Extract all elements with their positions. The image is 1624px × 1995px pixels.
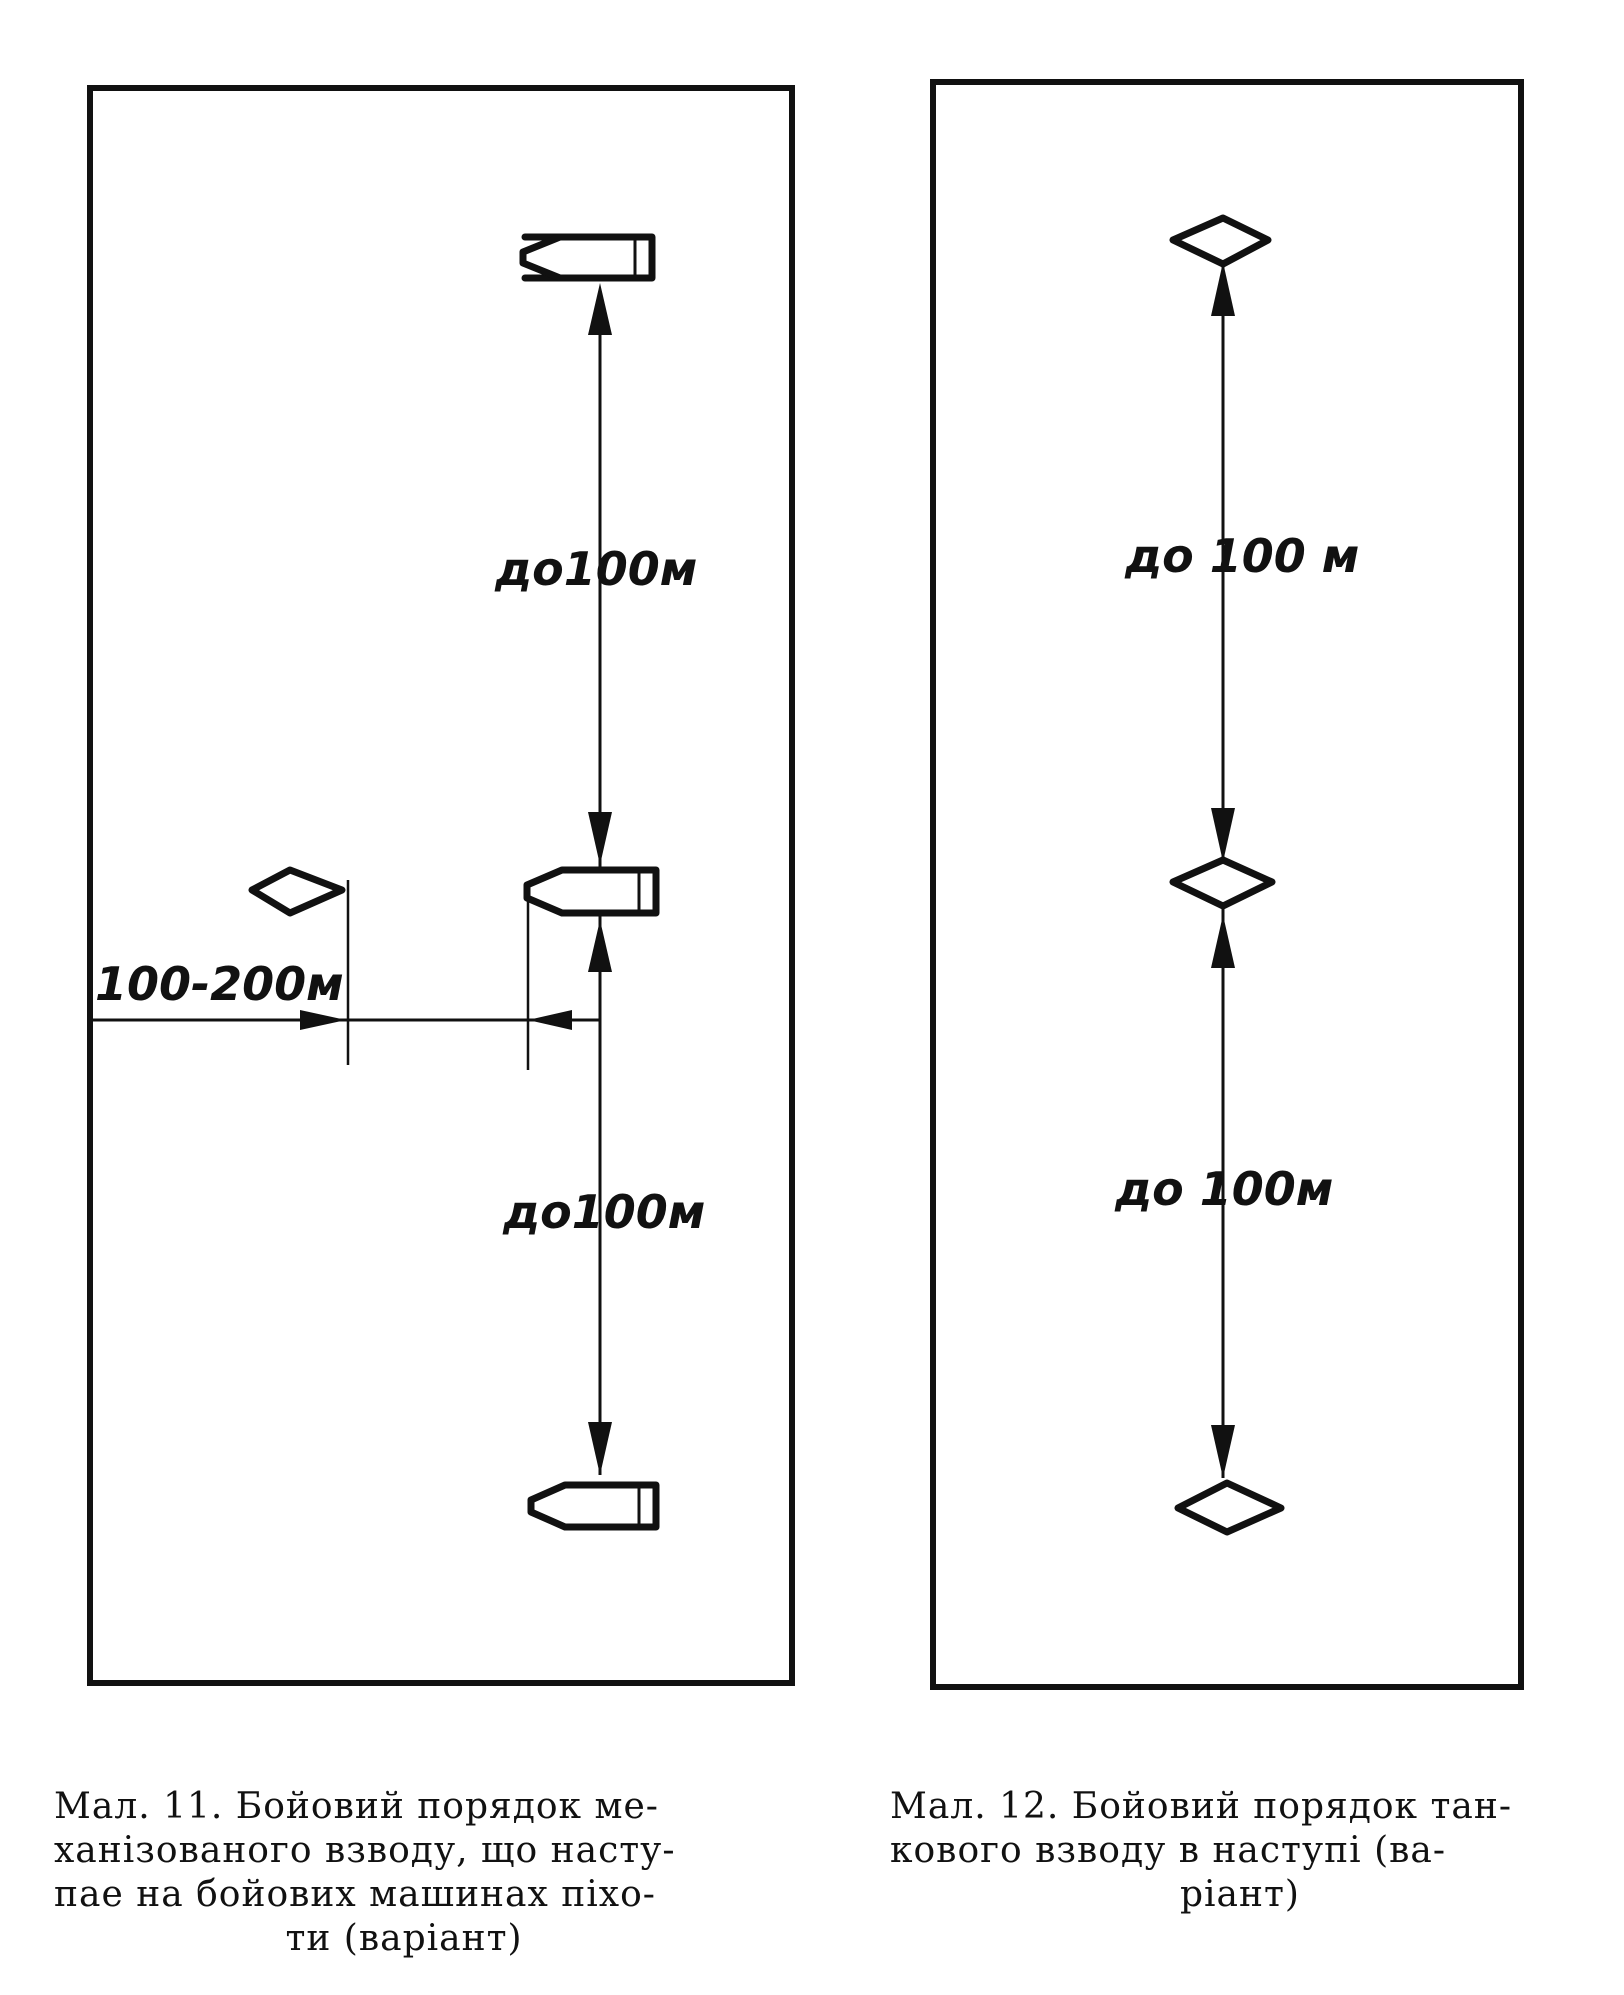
figure-12: до 100 м до 100м (930, 79, 1524, 1690)
figure-12-frame (930, 79, 1524, 1690)
fig12-label-bottom: до 100м (1114, 1162, 1333, 1216)
fig11-label-top: до100м (494, 542, 697, 596)
fig11-caption-line-2: ханізованого взводу, що насту- (54, 1830, 676, 1871)
fig11-arrow-up-top (588, 283, 612, 335)
fig11-arrow-down-mid (588, 812, 612, 865)
fig12-diamond-bottom (1174, 1479, 1285, 1536)
fig11-caption: Мал. 11. Бойовий порядок ме- ханізованог… (54, 1785, 754, 1961)
fig12-caption-line-3: ріант) (1180, 1874, 1300, 1915)
fig11-label-bottom: до100м (502, 1185, 705, 1239)
fig11-label-side: 100-200м (95, 957, 344, 1011)
fig12-arrow-up-top (1211, 262, 1235, 316)
fig12-arrow-down-mid (1211, 808, 1235, 862)
fig12-caption-line-1: Мал. 12. Бойовий порядок тан- (890, 1786, 1513, 1827)
fig11-arrow-up-mid (588, 920, 612, 972)
fig12-arrow-up-mid (1211, 915, 1235, 968)
fig12-diamond-middle (1169, 856, 1276, 910)
fig12-caption-line-2: кового взводу в наступі (ва- (890, 1830, 1447, 1871)
fig12-arrow-down-bottom (1211, 1425, 1235, 1478)
fig11-arrow-left-right (528, 1010, 572, 1030)
fig12-caption: Мал. 12. Бойовий порядок тан- кового взв… (890, 1785, 1590, 1917)
fig11-vehicle-bottom (527, 1481, 660, 1531)
fig11-diamond (248, 866, 346, 917)
fig12-label-top: до 100 м (1124, 529, 1359, 583)
figure-11-frame (87, 85, 795, 1686)
fig11-vehicle-top (519, 233, 656, 282)
fig11-arrow-right-left (300, 1010, 346, 1030)
fig11-vehicle-middle (523, 866, 660, 917)
fig11-arrow-down-bottom (588, 1422, 612, 1475)
figure-11: до100м до100м 100-200м (87, 85, 795, 1686)
fig12-diamond-top (1169, 214, 1272, 268)
fig11-caption-line-3: пае на бойових машинах піхо- (54, 1874, 656, 1915)
fig11-caption-line-4: ти (варіант) (285, 1918, 523, 1959)
fig11-caption-line-1: Мал. 11. Бойовий порядок ме- (54, 1786, 659, 1827)
